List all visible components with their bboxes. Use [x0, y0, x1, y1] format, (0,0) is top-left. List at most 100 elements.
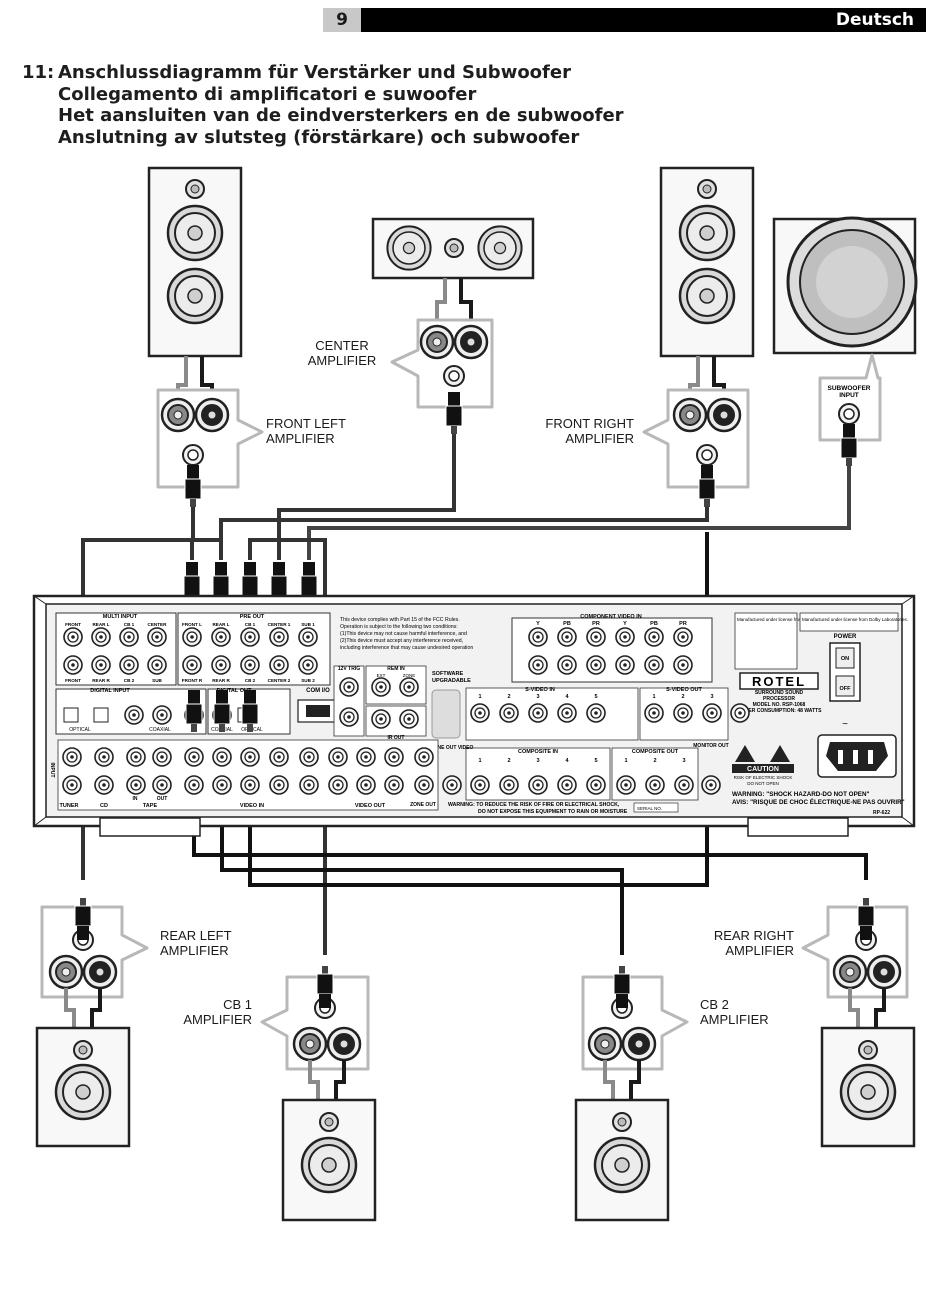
multi-in-jack[interactable] [63, 627, 83, 647]
component-jack[interactable] [644, 627, 664, 647]
heading-line-de: Anschlussdiagramm für Verstärker und Sub… [58, 62, 571, 83]
pre-out-jack[interactable] [269, 655, 289, 675]
composite-in-jack[interactable] [586, 775, 606, 795]
component-jack[interactable] [586, 655, 606, 675]
audio-in-jack[interactable] [414, 747, 434, 767]
multi-in-jack[interactable] [91, 627, 111, 647]
composite-in-jack[interactable] [499, 775, 519, 795]
multi-in-jack[interactable] [147, 655, 167, 675]
svg-text:ZONE: ZONE [403, 673, 416, 678]
audio-in-jack[interactable] [212, 747, 232, 767]
component-jack[interactable] [615, 655, 635, 675]
audio-in-jack[interactable] [269, 747, 289, 767]
audio-in-jack[interactable] [212, 775, 232, 795]
pre-out-jack[interactable] [240, 627, 260, 647]
audio-in-jack[interactable] [299, 775, 319, 795]
s-video-in-number: 3 [536, 694, 539, 700]
pre-out-jack[interactable] [298, 655, 318, 675]
composite-out-jack[interactable] [616, 775, 636, 795]
ir-out-jack[interactable] [371, 709, 391, 729]
pre-out-jack[interactable] [182, 655, 202, 675]
s-video-in-jack[interactable] [470, 703, 490, 723]
audio-in-jack[interactable] [126, 747, 146, 767]
pre-out-label: REAR R [212, 678, 230, 683]
multi-in-jack[interactable] [119, 655, 139, 675]
component-jack[interactable] [528, 627, 548, 647]
coax-in-jack[interactable] [152, 705, 172, 725]
svg-text:VIDEO OUT: VIDEO OUT [355, 803, 386, 809]
svg-text:(2)This device must accept any: (2)This device must accept any interfere… [340, 638, 463, 644]
preout-plugs-bottom [185, 689, 259, 733]
component-jack[interactable] [673, 655, 693, 675]
composite-in-jack[interactable] [528, 775, 548, 795]
audio-in-jack[interactable] [184, 775, 204, 795]
subwoofer-input-label-2: INPUT [839, 392, 859, 399]
audio-in-jack[interactable] [299, 747, 319, 767]
pre-out-jack[interactable] [269, 627, 289, 647]
pre-out-jack[interactable] [211, 627, 231, 647]
ir-out-jack[interactable] [399, 709, 419, 729]
audio-in-jack[interactable] [328, 747, 348, 767]
s-video-in-jack[interactable] [528, 703, 548, 723]
audio-in-jack[interactable] [62, 775, 82, 795]
svg-text:RISK OF ELECTRIC SHOCK: RISK OF ELECTRIC SHOCK [734, 775, 793, 780]
audio-in-jack[interactable] [184, 747, 204, 767]
pre-out-label: PRE OUT [240, 614, 265, 620]
audio-in-jack[interactable] [384, 747, 404, 767]
audio-in-jack[interactable] [62, 747, 82, 767]
composite-in-jack[interactable] [470, 775, 490, 795]
pre-out-jack[interactable] [211, 655, 231, 675]
pre-out-jack[interactable] [298, 627, 318, 647]
audio-in-jack[interactable] [152, 747, 172, 767]
monitor-composite-jack[interactable] [701, 775, 721, 795]
multi-in-jack[interactable] [119, 627, 139, 647]
audio-in-jack[interactable] [94, 775, 114, 795]
zone-video-jack[interactable] [442, 775, 462, 795]
trig-jack[interactable] [339, 707, 359, 727]
component-jack[interactable] [557, 655, 577, 675]
monitor-s-video-jack[interactable] [730, 703, 750, 723]
s-video-in-jack[interactable] [586, 703, 606, 723]
coax-in-jack[interactable] [124, 705, 144, 725]
trig-jack[interactable] [339, 677, 359, 697]
component-jack[interactable] [586, 627, 606, 647]
audio-in-jack[interactable] [126, 775, 146, 795]
multi-in-jack[interactable] [63, 655, 83, 675]
composite-in-number: 1 [478, 758, 481, 764]
component-jack[interactable] [528, 655, 548, 675]
heading-line-sv: Anslutning av slutsteg (förstärkare) och… [58, 126, 580, 148]
s-video-in-jack[interactable] [499, 703, 519, 723]
audio-in-jack[interactable] [384, 775, 404, 795]
composite-in-number: 4 [565, 758, 569, 764]
audio-in-jack[interactable] [94, 747, 114, 767]
rem-in-jack[interactable] [371, 677, 391, 697]
composite-out-jack[interactable] [645, 775, 665, 795]
s-video-in-jack[interactable] [557, 703, 577, 723]
component-col-label: PR [592, 621, 600, 627]
audio-in-jack[interactable] [240, 747, 260, 767]
s-video-out-jack[interactable] [644, 703, 664, 723]
composite-in-jack[interactable] [557, 775, 577, 795]
audio-in-jack[interactable] [240, 775, 260, 795]
audio-in-jack[interactable] [152, 775, 172, 795]
s-video-out-jack[interactable] [673, 703, 693, 723]
audio-in-jack[interactable] [356, 775, 376, 795]
s-video-out-jack[interactable] [702, 703, 722, 723]
component-jack[interactable] [644, 655, 664, 675]
composite-out-jack[interactable] [674, 775, 694, 795]
audio-in-jack[interactable] [414, 775, 434, 795]
component-jack[interactable] [615, 627, 635, 647]
pre-out-label: CENTER 1 [268, 622, 291, 627]
audio-in-jack[interactable] [328, 775, 348, 795]
component-jack[interactable] [557, 627, 577, 647]
svg-text:COM I/O: COM I/O [306, 688, 330, 694]
rem-in-jack[interactable] [399, 677, 419, 697]
multi-in-jack[interactable] [91, 655, 111, 675]
component-jack[interactable] [673, 627, 693, 647]
audio-in-jack[interactable] [269, 775, 289, 795]
multi-in-jack[interactable] [147, 627, 167, 647]
audio-in-jack[interactable] [356, 747, 376, 767]
svg-text:IR OUT: IR OUT [388, 735, 405, 741]
pre-out-jack[interactable] [182, 627, 202, 647]
pre-out-jack[interactable] [240, 655, 260, 675]
